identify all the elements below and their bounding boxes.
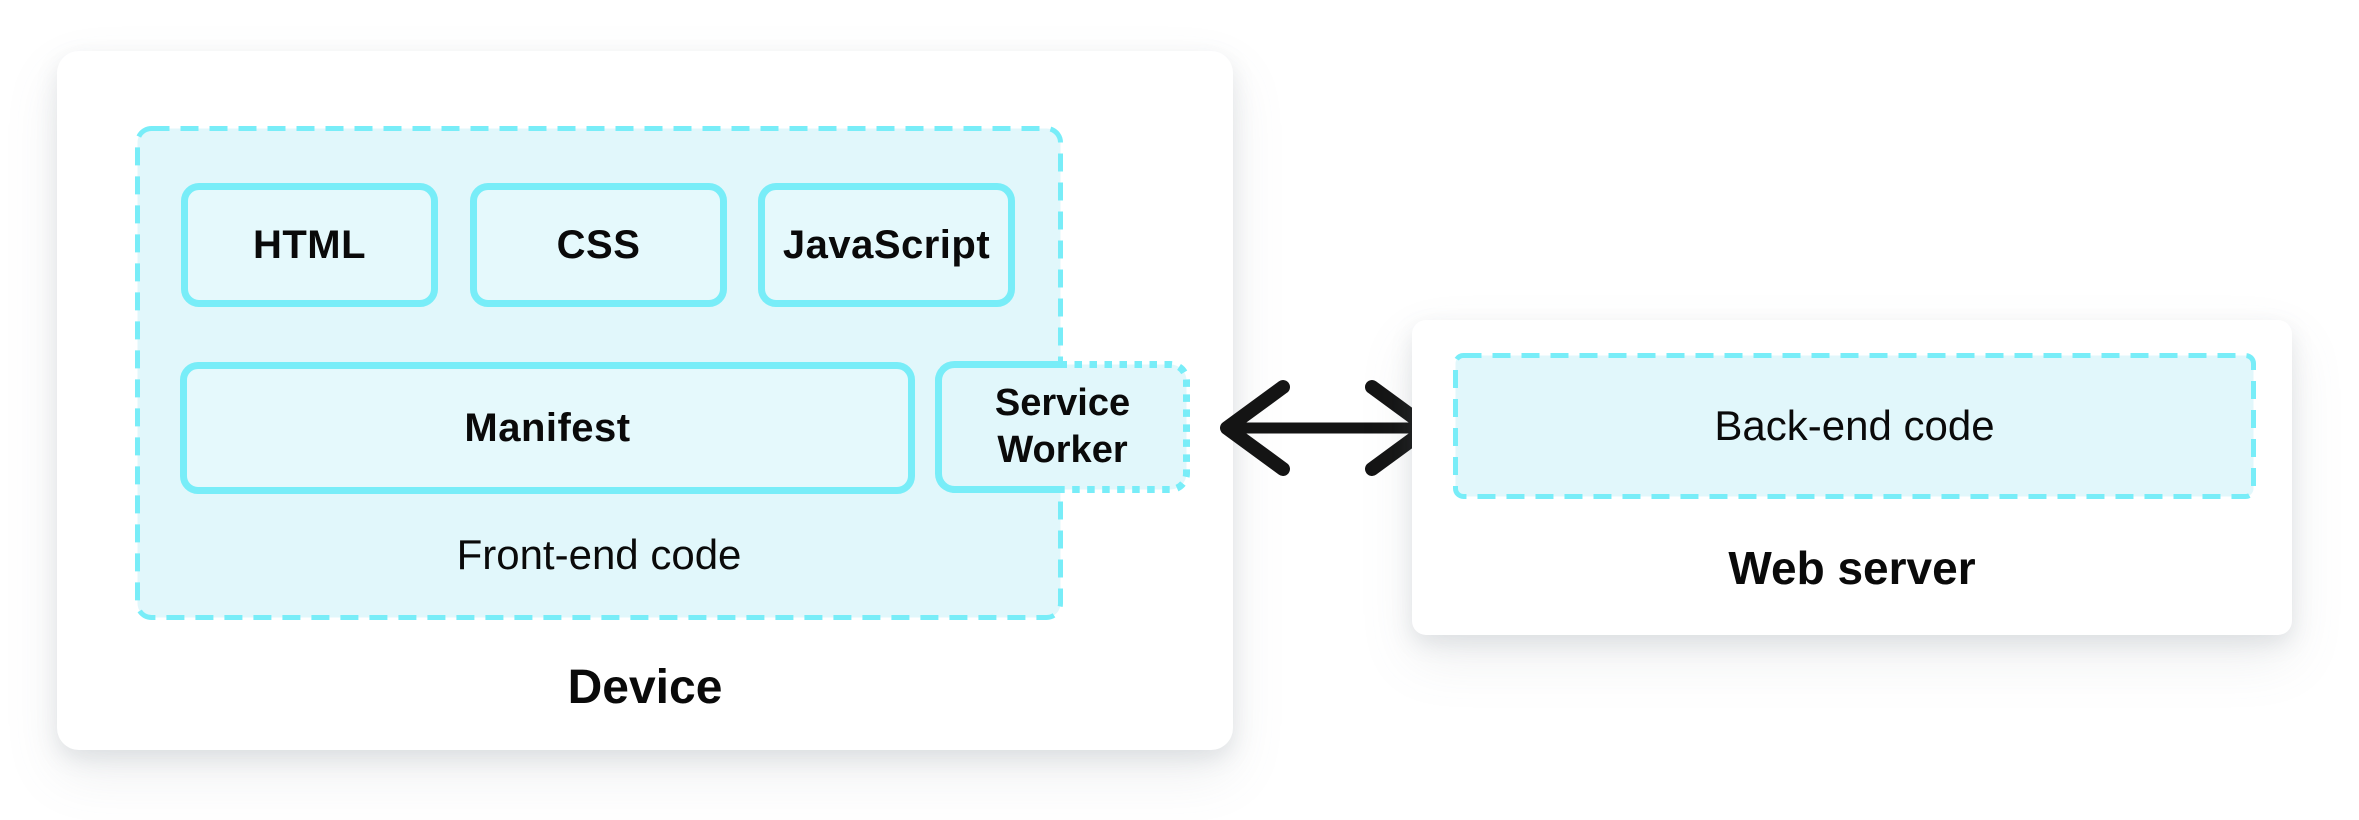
html-box: HTML <box>181 183 438 307</box>
server-title: Web server <box>1728 542 1976 594</box>
manifest-label: Manifest <box>464 405 631 450</box>
css-label: CSS <box>556 222 641 267</box>
css-box: CSS <box>470 183 727 307</box>
backend-caption: Back-end code <box>1714 402 1995 449</box>
backend-box <box>1453 353 2256 499</box>
html-label: HTML <box>252 222 367 267</box>
javascript-box: JavaScript <box>758 183 1015 307</box>
service-worker-label: Service Worker <box>994 382 1131 471</box>
javascript-label: JavaScript <box>782 222 991 267</box>
service-worker-box <box>935 361 1190 493</box>
device-title: Device <box>567 660 723 714</box>
frontend-caption: Front-end code <box>456 531 742 578</box>
web-server-card: Back-end code Web server <box>1412 320 2292 635</box>
manifest-box: Manifest <box>180 362 915 494</box>
